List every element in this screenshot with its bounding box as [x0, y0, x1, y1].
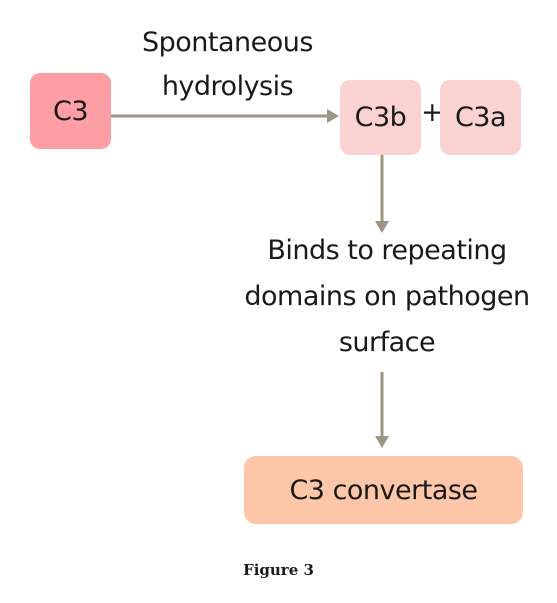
- binding-label: Binds to repeating domains on pathogen s…: [222, 228, 552, 366]
- c3-convertase-label: C3 convertase: [289, 474, 478, 506]
- binding-label-line-3: surface: [338, 327, 436, 358]
- binding-label-line-1: Binds to repeating: [267, 235, 507, 266]
- hydrolysis-arrow: [111, 109, 339, 123]
- c3b-box: C3b: [340, 80, 421, 155]
- figure-caption: Figure 3: [243, 561, 314, 579]
- plus-sign: +: [421, 97, 444, 128]
- hydrolysis-label: Spontaneous hydrolysis: [125, 21, 330, 109]
- hydrolysis-label-line-1: Spontaneous: [142, 27, 313, 58]
- c3-convertase-box: C3 convertase: [244, 456, 523, 524]
- c3a-label: C3a: [454, 102, 507, 133]
- hydrolysis-arrow-head: [327, 109, 339, 123]
- binding-label-line-2: domains on pathogen: [244, 281, 530, 312]
- convertase-arrow-head: [375, 436, 389, 448]
- c3b-label: C3b: [354, 102, 407, 133]
- c3a-box: C3a: [440, 80, 521, 155]
- c3-label: C3: [52, 95, 89, 127]
- binding-arrow-head: [375, 221, 389, 233]
- convertase-arrow: [375, 372, 389, 448]
- c3-box: C3: [30, 73, 111, 149]
- binding-arrow: [375, 155, 389, 233]
- hydrolysis-label-line-2: hydrolysis: [161, 71, 294, 102]
